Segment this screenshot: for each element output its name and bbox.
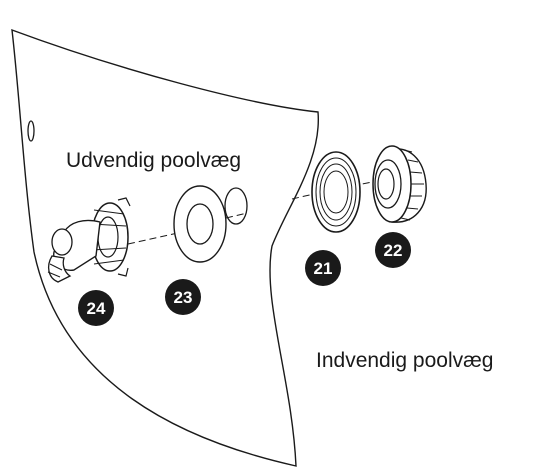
threaded-nozzle-flange-icon: [372, 145, 427, 223]
part-number-22-badge: 22: [375, 232, 411, 268]
wall-slot: [27, 120, 35, 142]
hose-elbow-connector-icon: [47, 197, 131, 283]
part-number-21-badge: 21: [305, 250, 341, 286]
part-number-24-badge: 24: [78, 290, 114, 326]
assembly-axis-line: [127, 232, 179, 245]
assembly-axis-line-2: [225, 212, 248, 219]
pool-wall-panel: [11, 28, 319, 467]
flat-gasket-ring-icon: [311, 151, 361, 233]
part-number-23-badge: 23: [165, 279, 201, 315]
washer-ring-icon: [173, 185, 227, 263]
wall-hole: [224, 187, 248, 225]
inner-wall-label: Indvendig poolvæg: [316, 349, 494, 372]
outer-wall-label: Udvendig poolvæg: [66, 149, 242, 172]
